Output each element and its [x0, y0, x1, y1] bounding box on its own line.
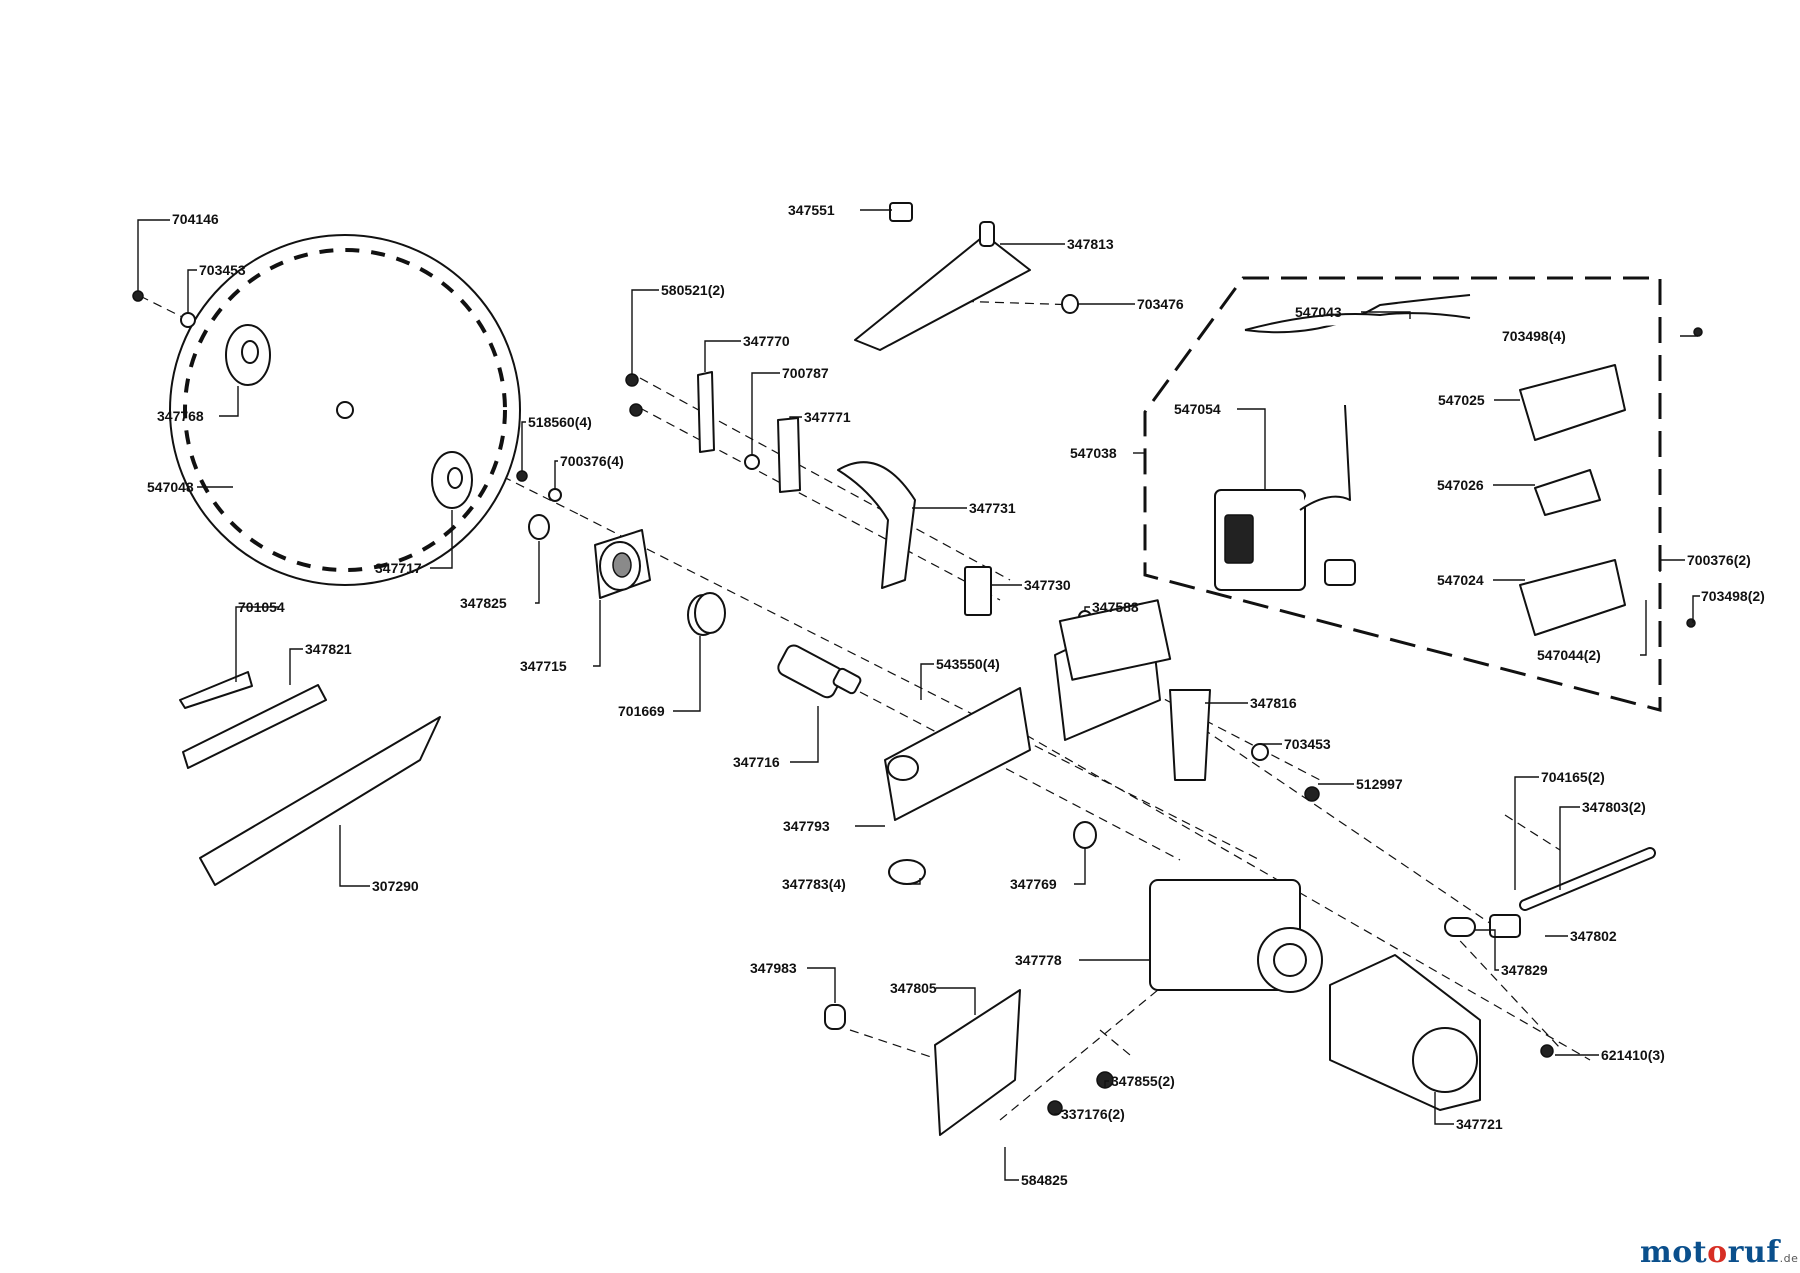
part-label[interactable]: 547048 — [147, 479, 194, 495]
part-label[interactable]: 584825 — [1021, 1172, 1068, 1188]
part-label[interactable]: 347855(2) — [1111, 1073, 1175, 1089]
part-label[interactable]: 347771 — [804, 409, 851, 425]
assembly-axes — [139, 295, 1591, 1121]
motor-shaft — [777, 644, 862, 699]
part-label[interactable]: 347816 — [1250, 695, 1297, 711]
part-label[interactable]: 703498(4) — [1502, 328, 1566, 344]
bracket-plate — [1169, 689, 1211, 781]
part-label[interactable]: 518560(4) — [528, 414, 592, 430]
part-label[interactable]: 547025 — [1438, 392, 1485, 408]
part-label[interactable]: 547038 — [1070, 445, 1117, 461]
ball-bearing — [687, 592, 726, 636]
outer-flange — [225, 324, 271, 386]
part-label[interactable]: 701054 — [238, 599, 285, 615]
part-label[interactable]: 703453 — [199, 262, 246, 278]
lower-guard-bracket — [837, 461, 916, 589]
part-label[interactable]: 347721 — [1456, 1116, 1503, 1132]
part-label[interactable]: 347813 — [1067, 236, 1114, 252]
part-label[interactable]: 703476 — [1137, 296, 1184, 312]
electrical-kit-boundary — [1143, 276, 1662, 712]
part-label[interactable]: 347983 — [750, 960, 797, 976]
guard-plates — [697, 371, 992, 616]
part-label[interactable]: 347805 — [890, 980, 937, 996]
part-label[interactable]: 347803(2) — [1582, 799, 1646, 815]
part-label[interactable]: 580521(2) — [661, 282, 725, 298]
part-label[interactable]: 347802 — [1570, 928, 1617, 944]
part-label[interactable]: 347731 — [969, 500, 1016, 516]
bearing-housing — [594, 529, 651, 599]
electrical-parts — [1214, 294, 1626, 636]
mounting-plate — [824, 989, 1021, 1136]
part-label[interactable]: 547054 — [1174, 401, 1221, 417]
part-label[interactable]: 347730 — [1024, 577, 1071, 593]
part-label[interactable]: 703498(2) — [1701, 588, 1765, 604]
part-label[interactable]: 704165(2) — [1541, 769, 1605, 785]
part-label[interactable]: 307290 — [372, 878, 419, 894]
hand-tools — [179, 671, 441, 886]
part-labels: 704146 703453 347768 547048 347717 34782… — [147, 202, 1765, 1188]
part-label[interactable]: 347825 — [460, 595, 507, 611]
part-label[interactable]: 512997 — [1356, 776, 1403, 792]
part-label[interactable]: 547026 — [1437, 477, 1484, 493]
part-label[interactable]: 347769 — [1010, 876, 1057, 892]
part-label[interactable]: 347793 — [783, 818, 830, 834]
part-label[interactable]: 701669 — [618, 703, 665, 719]
part-label[interactable]: 547043 — [1295, 304, 1342, 320]
part-label[interactable]: 347551 — [788, 202, 835, 218]
saw-blade — [169, 234, 521, 586]
part-label[interactable]: 347829 — [1501, 962, 1548, 978]
part-label[interactable]: 347778 — [1015, 952, 1062, 968]
motor-cover — [1329, 954, 1481, 1111]
part-label[interactable]: 347768 — [157, 408, 204, 424]
part-label[interactable]: 621410(3) — [1601, 1047, 1665, 1063]
part-label[interactable]: 347770 — [743, 333, 790, 349]
part-label[interactable]: 700376(2) — [1687, 552, 1751, 568]
motor-housing — [1149, 879, 1323, 993]
part-label[interactable]: 337176(2) — [1061, 1106, 1125, 1122]
part-label[interactable]: 704146 — [172, 211, 219, 227]
part-label[interactable]: 547024 — [1437, 572, 1484, 588]
part-label[interactable]: 700376(4) — [560, 453, 624, 469]
part-label[interactable]: 543550(4) — [936, 656, 1000, 672]
leader-lines — [137, 209, 1700, 1181]
part-label[interactable]: 700787 — [782, 365, 829, 381]
part-label[interactable]: 347715 — [520, 658, 567, 674]
part-label[interactable]: 347783(4) — [782, 876, 846, 892]
part-label[interactable]: 347716 — [733, 754, 780, 770]
part-label[interactable]: 347588 — [1092, 599, 1139, 615]
inner-flange — [431, 451, 473, 509]
motoruf-logo: motoruf.de — [1640, 1235, 1799, 1270]
part-label[interactable]: 703453 — [1284, 736, 1331, 752]
pivot-arm — [884, 599, 1172, 885]
upper-blade-guard — [854, 221, 1031, 351]
part-label[interactable]: 347821 — [305, 641, 352, 657]
rod-and-lock — [1444, 847, 1656, 938]
part-label[interactable]: 547044(2) — [1537, 647, 1601, 663]
part-label[interactable]: 347717 — [375, 560, 422, 576]
